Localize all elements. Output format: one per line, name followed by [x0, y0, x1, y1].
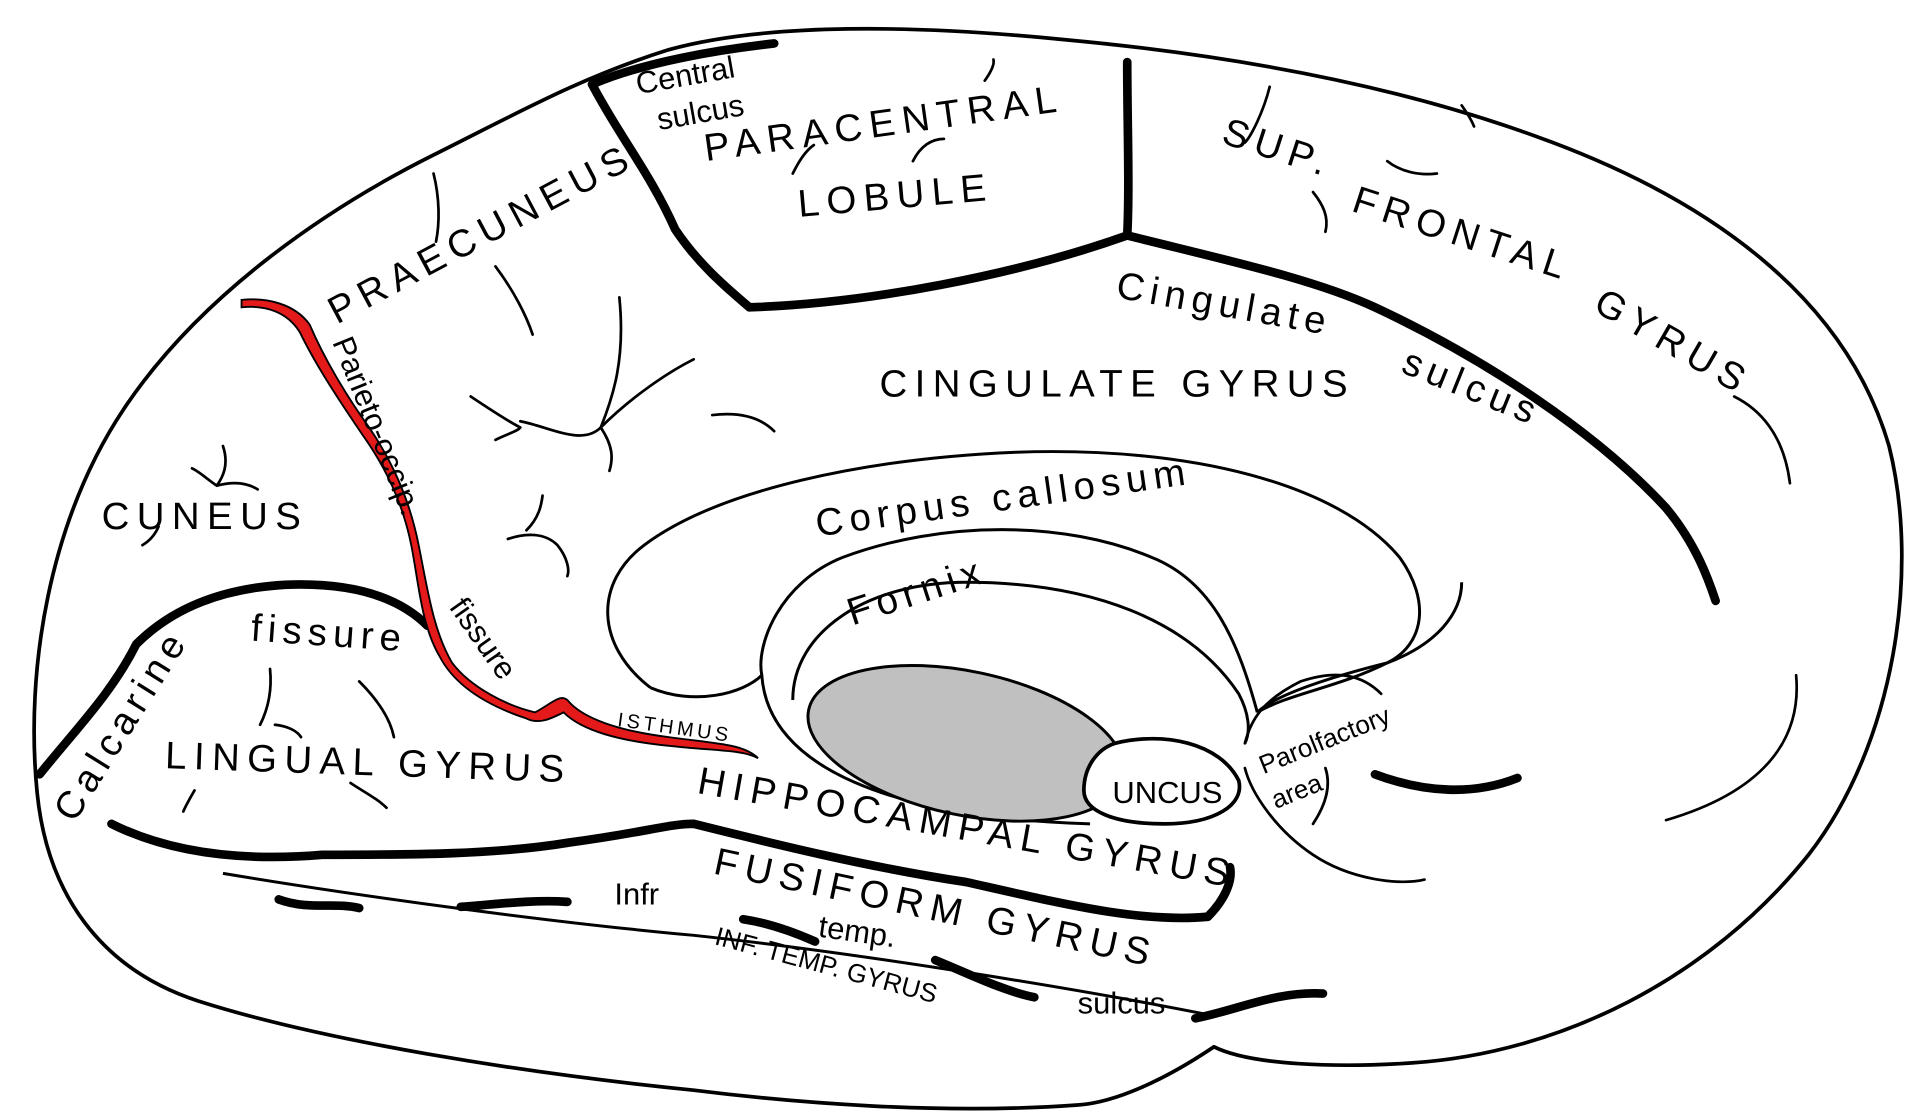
paracentral-sulcus-1 — [791, 143, 816, 175]
parolfactory-curve-3 — [1311, 766, 1330, 826]
inf-temp-sulcus-3 — [738, 914, 820, 946]
collateral-sulcus-line — [107, 819, 1213, 923]
label-uncus: UNCUS — [1112, 775, 1222, 810]
hippocampal-lower-line — [1203, 862, 1235, 922]
sup-frontal-sulcus-5 — [1732, 395, 1792, 485]
central-sulcus-line — [587, 79, 754, 312]
praecuneus-sulcus-5 — [469, 395, 522, 442]
cuneus-sulcus-2 — [141, 525, 160, 547]
inf-temp-gyrus-line — [222, 871, 1215, 1018]
sup-frontal-sulcus-4 — [1460, 104, 1476, 128]
label-infr: Infr — [614, 876, 659, 911]
parieto-occipital-fissure — [240, 298, 759, 760]
lingual-sulcus-2 — [357, 680, 396, 739]
praecuneus-sulcus-2 — [494, 265, 535, 336]
cingulate-gyrus-sulcus — [710, 412, 776, 433]
calcarine-fissure-line — [35, 580, 432, 779]
praecuneus-sulcus-4 — [599, 357, 696, 473]
inf-temp-sulcus-1 — [274, 895, 364, 913]
paracentral-frontal-sulcus — [1122, 57, 1133, 240]
label-cingulate-gyrus: CINGULATE GYRUS — [879, 362, 1355, 405]
lingual-sulcus-1 — [258, 667, 303, 739]
hemisphere-outline — [32, 26, 1904, 1111]
praecuneus-sulcus-6 — [506, 494, 570, 578]
label-sulcus-inf: sulcus — [1078, 985, 1166, 1020]
sup-frontal-sulcus-3 — [1385, 159, 1439, 176]
cuneus-sulcus-1 — [190, 444, 260, 491]
inf-temp-sulcus-4 — [930, 955, 1039, 1002]
lingual-sulcus-4 — [181, 789, 196, 813]
parolfactory-sulcus-line — [1370, 769, 1522, 795]
sup-frontal-sulcus-2 — [1311, 190, 1328, 234]
sup-frontal-sulcus-1 — [1243, 85, 1272, 144]
lingual-sulcus-3 — [349, 781, 388, 810]
frontal-pole-sulcus — [1664, 673, 1799, 822]
uncus-outline — [1082, 736, 1242, 826]
corpus-callosum-inner — [1256, 582, 1464, 714]
cingulate-sulcus-line — [745, 231, 1720, 606]
praecuneus-sulcus-1 — [432, 172, 440, 244]
inf-temp-sulcus-2 — [456, 896, 572, 912]
parolfactory-curve-2 — [1243, 766, 1426, 884]
paracentral-sulcus-2 — [911, 137, 946, 163]
parolfactory-curve-1 — [1243, 673, 1383, 745]
label-cuneus: CUNEUS — [102, 495, 309, 538]
paracentral-sulcus-3 — [983, 58, 996, 82]
central-sulcus-notch — [587, 39, 779, 89]
